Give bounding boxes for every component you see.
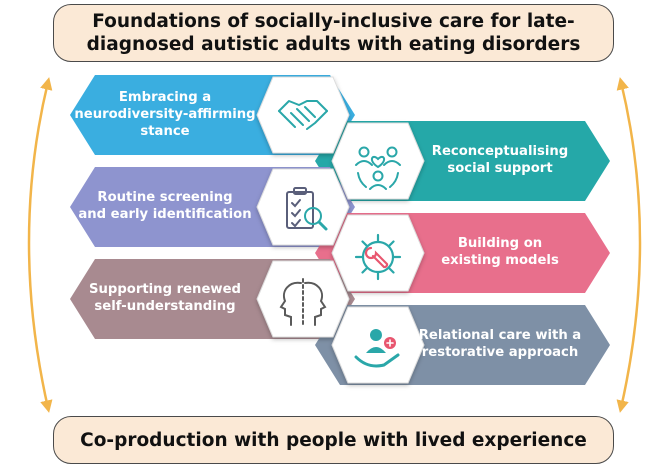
pillar-label-4: Building on existing models	[400, 235, 600, 269]
pillar-label-line: stance	[140, 123, 190, 139]
pillar-hexagon-3	[256, 168, 350, 246]
pillar-label-6: Relational care with a restorative approa…	[400, 327, 600, 361]
pillar-label-line: Routine screening	[97, 190, 233, 205]
pillar-label-line: self-understanding	[94, 299, 236, 314]
pillar-label-line: existing models	[441, 253, 559, 268]
handshake-icon	[278, 100, 328, 130]
pillar-label-2: Reconceptualising social support	[400, 143, 600, 177]
pillar-label-3: Routine screening and early identificatio…	[65, 189, 265, 223]
pillar-hexagon-2	[331, 122, 425, 200]
pillar-label-line: social support	[447, 161, 553, 176]
left-cycle-arrow	[27, 77, 53, 413]
pillar-hexagon-6	[331, 306, 425, 384]
pillar-label-line: restorative approach	[421, 345, 579, 360]
face-profiles-icon	[279, 278, 327, 328]
right-cycle-arrow	[616, 77, 642, 413]
gear-wrench-icon	[354, 233, 402, 281]
footer-text: Co-production with people with lived exp…	[80, 429, 587, 451]
clipboard-magnifier-icon	[286, 187, 328, 231]
title-banner: Foundations of socially-inclusive care f…	[53, 4, 614, 62]
pillar-label-line: Relational care with a	[418, 328, 582, 343]
pillar-label-line: Building on	[457, 236, 543, 251]
pillar-label-line: Embracing a	[118, 89, 212, 105]
pillar-label-line: Supporting renewed	[89, 282, 241, 297]
title-text: Foundations of socially-inclusive care f…	[86, 11, 581, 55]
caring-hand-person-icon	[354, 329, 400, 368]
pillar-label-line: neurodiversity-affirming	[74, 106, 256, 122]
pillar-label-line: Reconceptualising	[431, 144, 569, 159]
pillar-hexagon-4	[331, 214, 425, 292]
pillar-label-line: and early identification	[78, 207, 252, 222]
footer-banner: Co-production with people with lived exp…	[53, 416, 614, 464]
pillar-label-5: Supporting renewed self-understanding	[65, 281, 265, 315]
social-support-icon	[355, 146, 401, 190]
